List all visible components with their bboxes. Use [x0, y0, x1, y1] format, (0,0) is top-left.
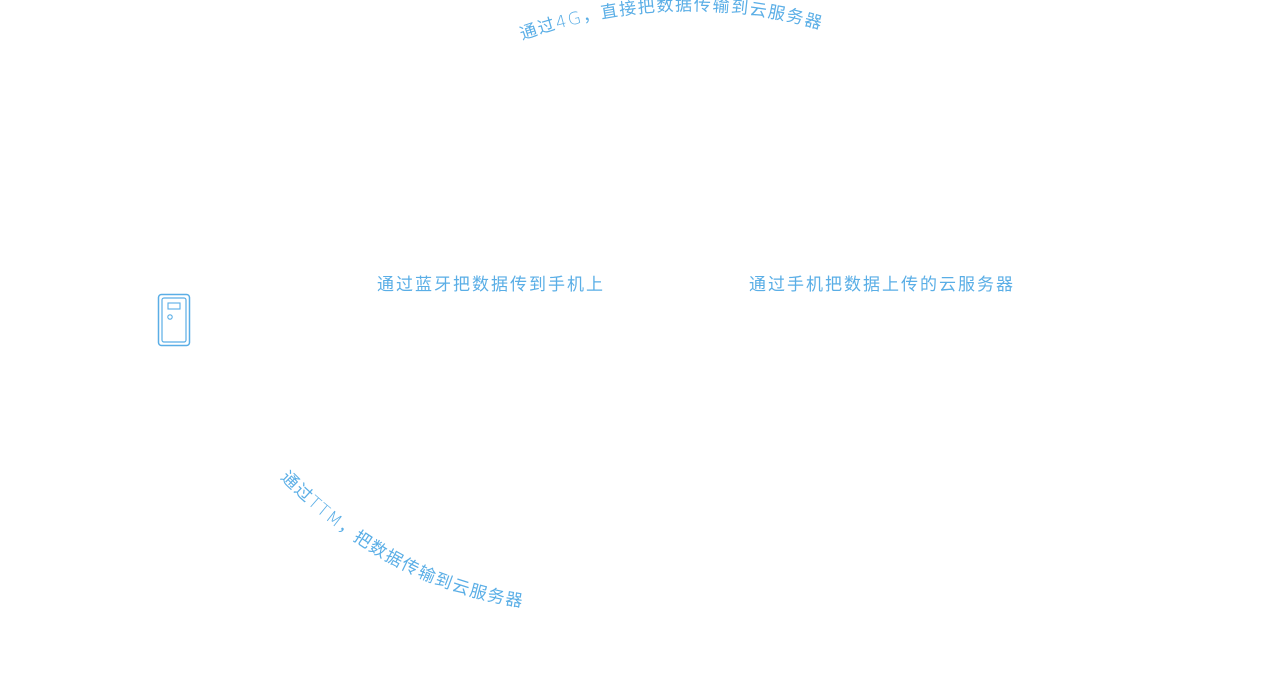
label-via-phone: 通过手机把数据上传的云服务器 [749, 275, 1015, 295]
label-via-4g-text: 通过4G，直接把数据传输到云服务器 [517, 0, 823, 45]
label-via-bluetooth: 通过蓝牙把数据传到手机上 [377, 275, 605, 295]
label-via-ttm-text: 通过TTM，把数据传输到云服务器 [277, 467, 524, 612]
data-logger-device-icon [157, 293, 191, 347]
label-via-ttm: 通过TTM，把数据传输到云服务器 [277, 467, 526, 612]
label-via-4g: 通过4G，直接把数据传输到云服务器 [517, 0, 825, 45]
